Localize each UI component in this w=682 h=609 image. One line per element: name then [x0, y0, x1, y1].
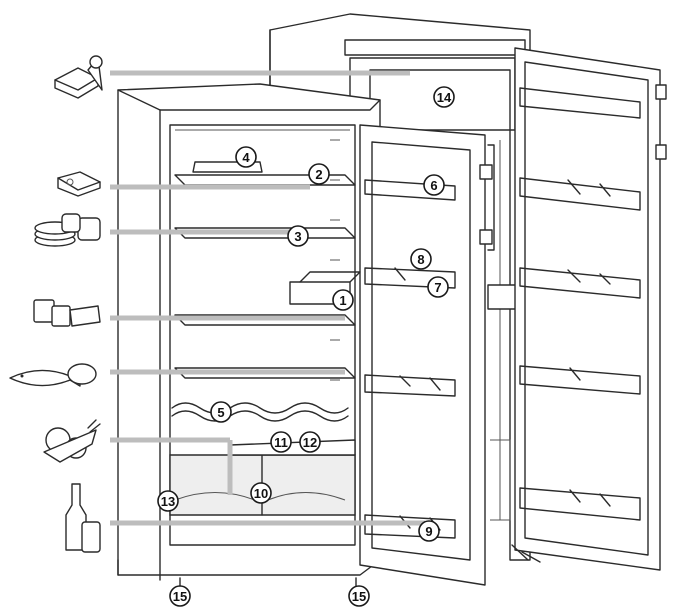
- callout-1: 1: [332, 289, 354, 311]
- callout-11: 11: [270, 431, 292, 453]
- callout-circle: [332, 289, 354, 311]
- vegetables-icon: [43, 419, 101, 463]
- fish-icon: [9, 363, 97, 387]
- callout-circle: [418, 520, 440, 542]
- rear-fridge-door: [511, 47, 667, 571]
- callout-number: 12: [303, 435, 317, 450]
- callout-circle: [299, 431, 321, 453]
- callout-3: 3: [287, 225, 309, 247]
- callout-9: 9: [418, 520, 440, 542]
- callout-8: 8: [410, 248, 432, 270]
- callout-number: 7: [434, 280, 441, 295]
- callout-number: 9: [425, 524, 432, 539]
- callout-number: 13: [161, 494, 175, 509]
- callout-circle: [348, 585, 370, 607]
- callout-number: 11: [274, 435, 288, 450]
- callout-number: 15: [352, 589, 366, 604]
- callout-number: 2: [315, 167, 322, 182]
- leader-lines: [110, 70, 425, 526]
- callout-circle: [308, 163, 330, 185]
- callout-13: 13: [157, 490, 179, 512]
- callout-circle: [235, 146, 257, 168]
- callout-circle: [210, 401, 232, 423]
- callout-number: 1: [339, 293, 346, 308]
- callout-number: 3: [294, 229, 301, 244]
- callout-circle: [250, 482, 272, 504]
- callout-number: 5: [217, 405, 224, 420]
- callout-number: 14: [437, 90, 452, 105]
- callout-12: 12: [299, 431, 321, 453]
- callout-2: 2: [308, 163, 330, 185]
- callout-15a: 15: [169, 585, 191, 607]
- callout-number: 8: [417, 252, 424, 267]
- callout-circle: [410, 248, 432, 270]
- bottles-icon: [65, 483, 101, 553]
- dairy-icon: [33, 299, 101, 327]
- callout-number: 15: [173, 589, 187, 604]
- bottle-rack: [171, 402, 349, 414]
- cheese-icon: [57, 171, 101, 197]
- callout-number: 4: [242, 150, 250, 165]
- shelves: [174, 174, 356, 379]
- plates-icon: [34, 213, 101, 247]
- callout-10: 10: [250, 482, 272, 504]
- callout-7: 7: [427, 276, 449, 298]
- callout-14: 14: [433, 86, 455, 108]
- callout-circle: [423, 174, 445, 196]
- callout-circle: [427, 276, 449, 298]
- callout-circle: [270, 431, 292, 453]
- callout-number: 10: [254, 486, 268, 501]
- callout-circle: [157, 490, 179, 512]
- callout-5: 5: [210, 401, 232, 423]
- callout-number: 6: [430, 178, 437, 193]
- ice-cream-icon: [54, 55, 103, 99]
- callout-4: 4: [235, 146, 257, 168]
- front-fridge-cabinet: [117, 83, 381, 589]
- callout-circle: [433, 86, 455, 108]
- callout-circle: [287, 225, 309, 247]
- callout-6: 6: [423, 174, 445, 196]
- callout-15b: 15: [348, 585, 370, 607]
- callout-circle: [169, 585, 191, 607]
